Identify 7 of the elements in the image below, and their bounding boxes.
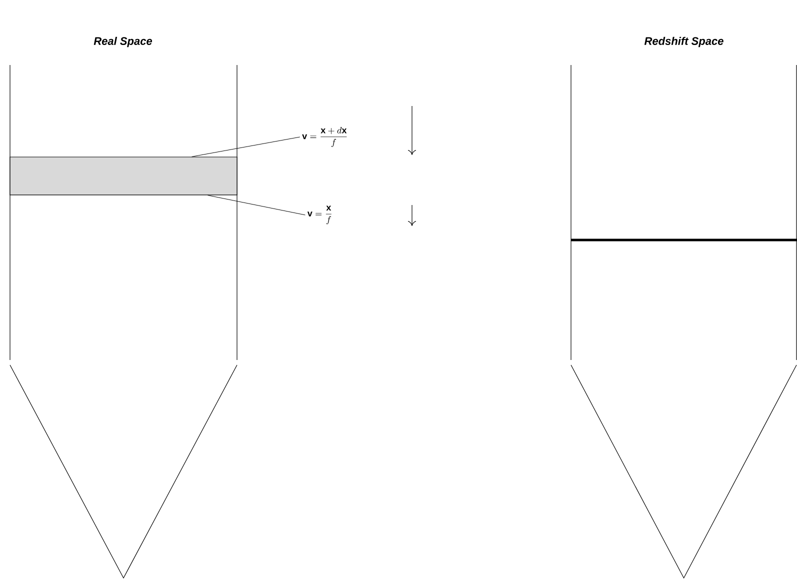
leader-line [207,195,306,216]
panel-title: Real Space [94,36,152,48]
shell-band [10,156,238,196]
leader-line [192,136,300,157]
panel-title: Redshift Space [644,36,724,48]
formula-label: $\mathbf{v}=\frac{\mathbf{x}}{f}$ [307,206,332,224]
formula-label: $\mathbf{v}=\frac{\mathbf{x}+d\mathbf{x}}{f}$ [302,127,347,148]
